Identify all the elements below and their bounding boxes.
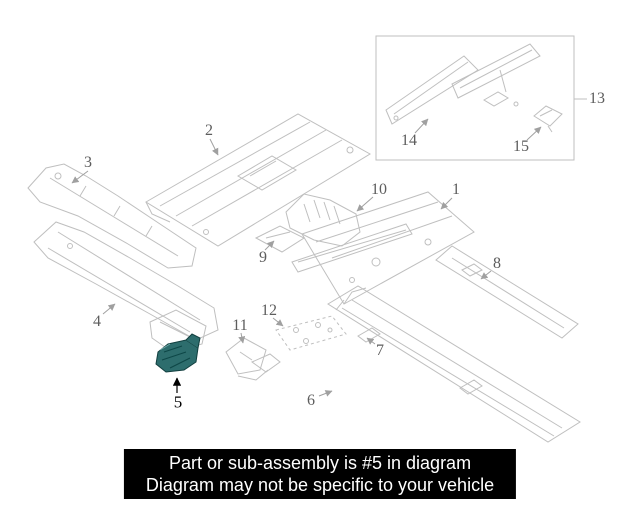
leader-lines — [71, 118, 542, 397]
part-15-shape — [533, 105, 563, 133]
part-1-shape — [301, 191, 475, 305]
part-label-5-highlighted[interactable]: 5 — [173, 392, 183, 412]
part-label-8[interactable]: 8 — [493, 255, 501, 272]
part-label-1[interactable]: 1 — [452, 181, 460, 198]
part-10-shape — [285, 193, 361, 247]
part-label-14[interactable]: 14 — [401, 132, 417, 149]
note-banner-line-2: Diagram may not be specific to your vehi… — [145, 475, 495, 495]
part-label-6[interactable]: 6 — [307, 392, 315, 409]
part-8-shape — [435, 245, 579, 339]
part-label-3[interactable]: 3 — [84, 154, 92, 171]
part-2-shape — [145, 113, 371, 247]
part-label-7[interactable]: 7 — [376, 342, 384, 359]
part-label-2[interactable]: 2 — [205, 122, 213, 139]
part-4-shape — [33, 221, 219, 353]
part-label-12[interactable]: 12 — [261, 302, 277, 319]
assembly-box-13 — [375, 35, 587, 161]
part-label-15[interactable]: 15 — [513, 138, 529, 155]
part-label-4[interactable]: 4 — [93, 313, 101, 330]
part-14-shape — [385, 55, 479, 125]
part-12-shape — [275, 315, 347, 351]
part-label-9[interactable]: 9 — [259, 249, 267, 266]
part-11-shape — [225, 337, 281, 381]
part-label-10[interactable]: 10 — [371, 181, 387, 198]
highlighted-part-5[interactable] — [155, 333, 201, 373]
note-banner-line-1: Part or sub-assembly is #5 in diagram — [168, 453, 472, 473]
part-6-shape — [327, 285, 581, 443]
note-banner: Part or sub-assembly is #5 in diagram Di… — [123, 449, 517, 499]
part-label-13[interactable]: 13 — [589, 90, 605, 107]
part-3-shape — [27, 163, 197, 269]
part-label-11[interactable]: 11 — [232, 317, 248, 334]
box-rail-shape — [451, 43, 541, 107]
